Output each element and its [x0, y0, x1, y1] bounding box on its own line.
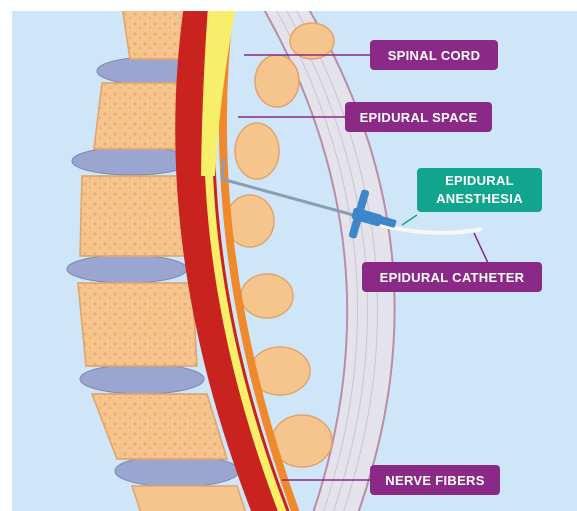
nerve-fibers-label: NERVE FIBERS: [370, 465, 500, 495]
epidural-anesthesia-label: EPIDURAL ANESTHESIA: [417, 168, 542, 212]
spine-illustration: [12, 11, 577, 511]
epidural-space-label: EPIDURAL SPACE: [345, 102, 492, 132]
diagram-frame: SPINAL CORD EPIDURAL SPACE EPIDURAL ANES…: [12, 11, 577, 511]
epidural-catheter-label: EPIDURAL CATHETER: [362, 262, 542, 292]
anesthesia-leader: [402, 215, 417, 225]
spinal-cord-label: SPINAL CORD: [370, 40, 498, 70]
